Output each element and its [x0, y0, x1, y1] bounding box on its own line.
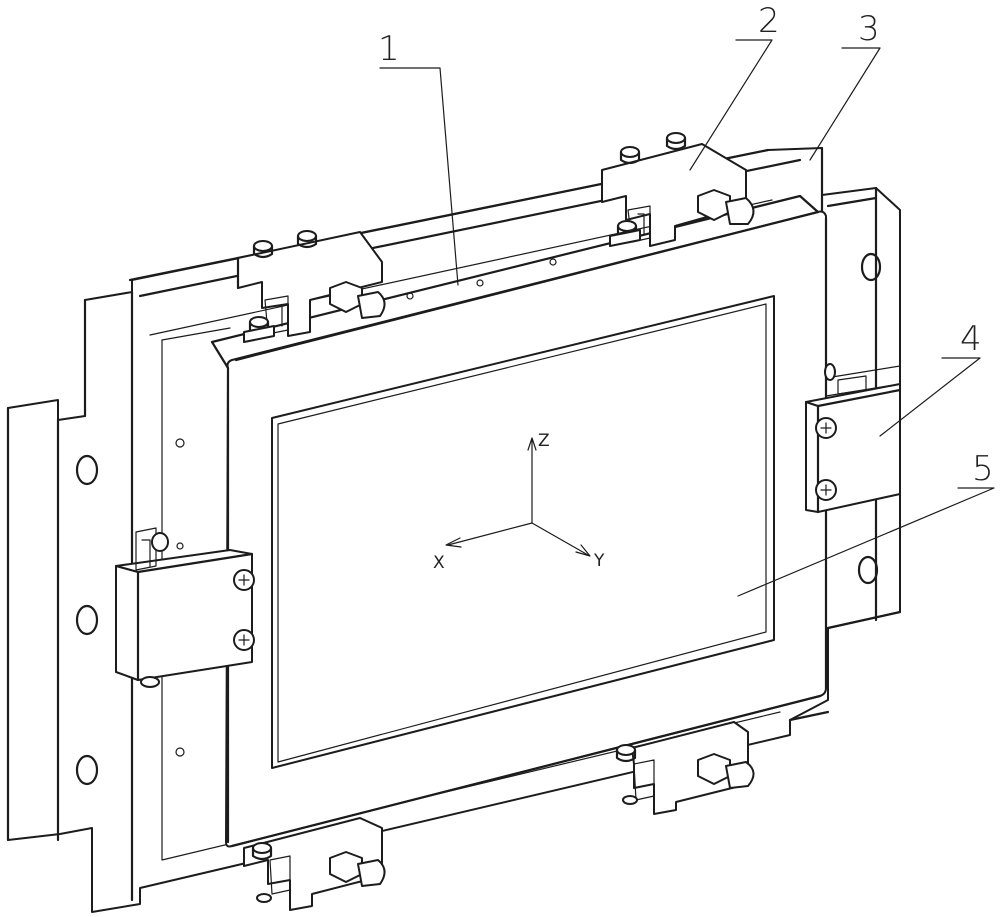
part-label-2: 2 — [758, 1, 780, 41]
part-label-5: 5 — [972, 449, 994, 489]
part-label-4: 4 — [960, 319, 982, 359]
part-label-3: 3 — [858, 9, 880, 49]
y-axis-label: Y — [593, 551, 605, 571]
part-label-1: 1 — [378, 29, 400, 69]
z-axis-label: Z — [538, 431, 550, 451]
x-axis-label: X — [433, 553, 445, 573]
